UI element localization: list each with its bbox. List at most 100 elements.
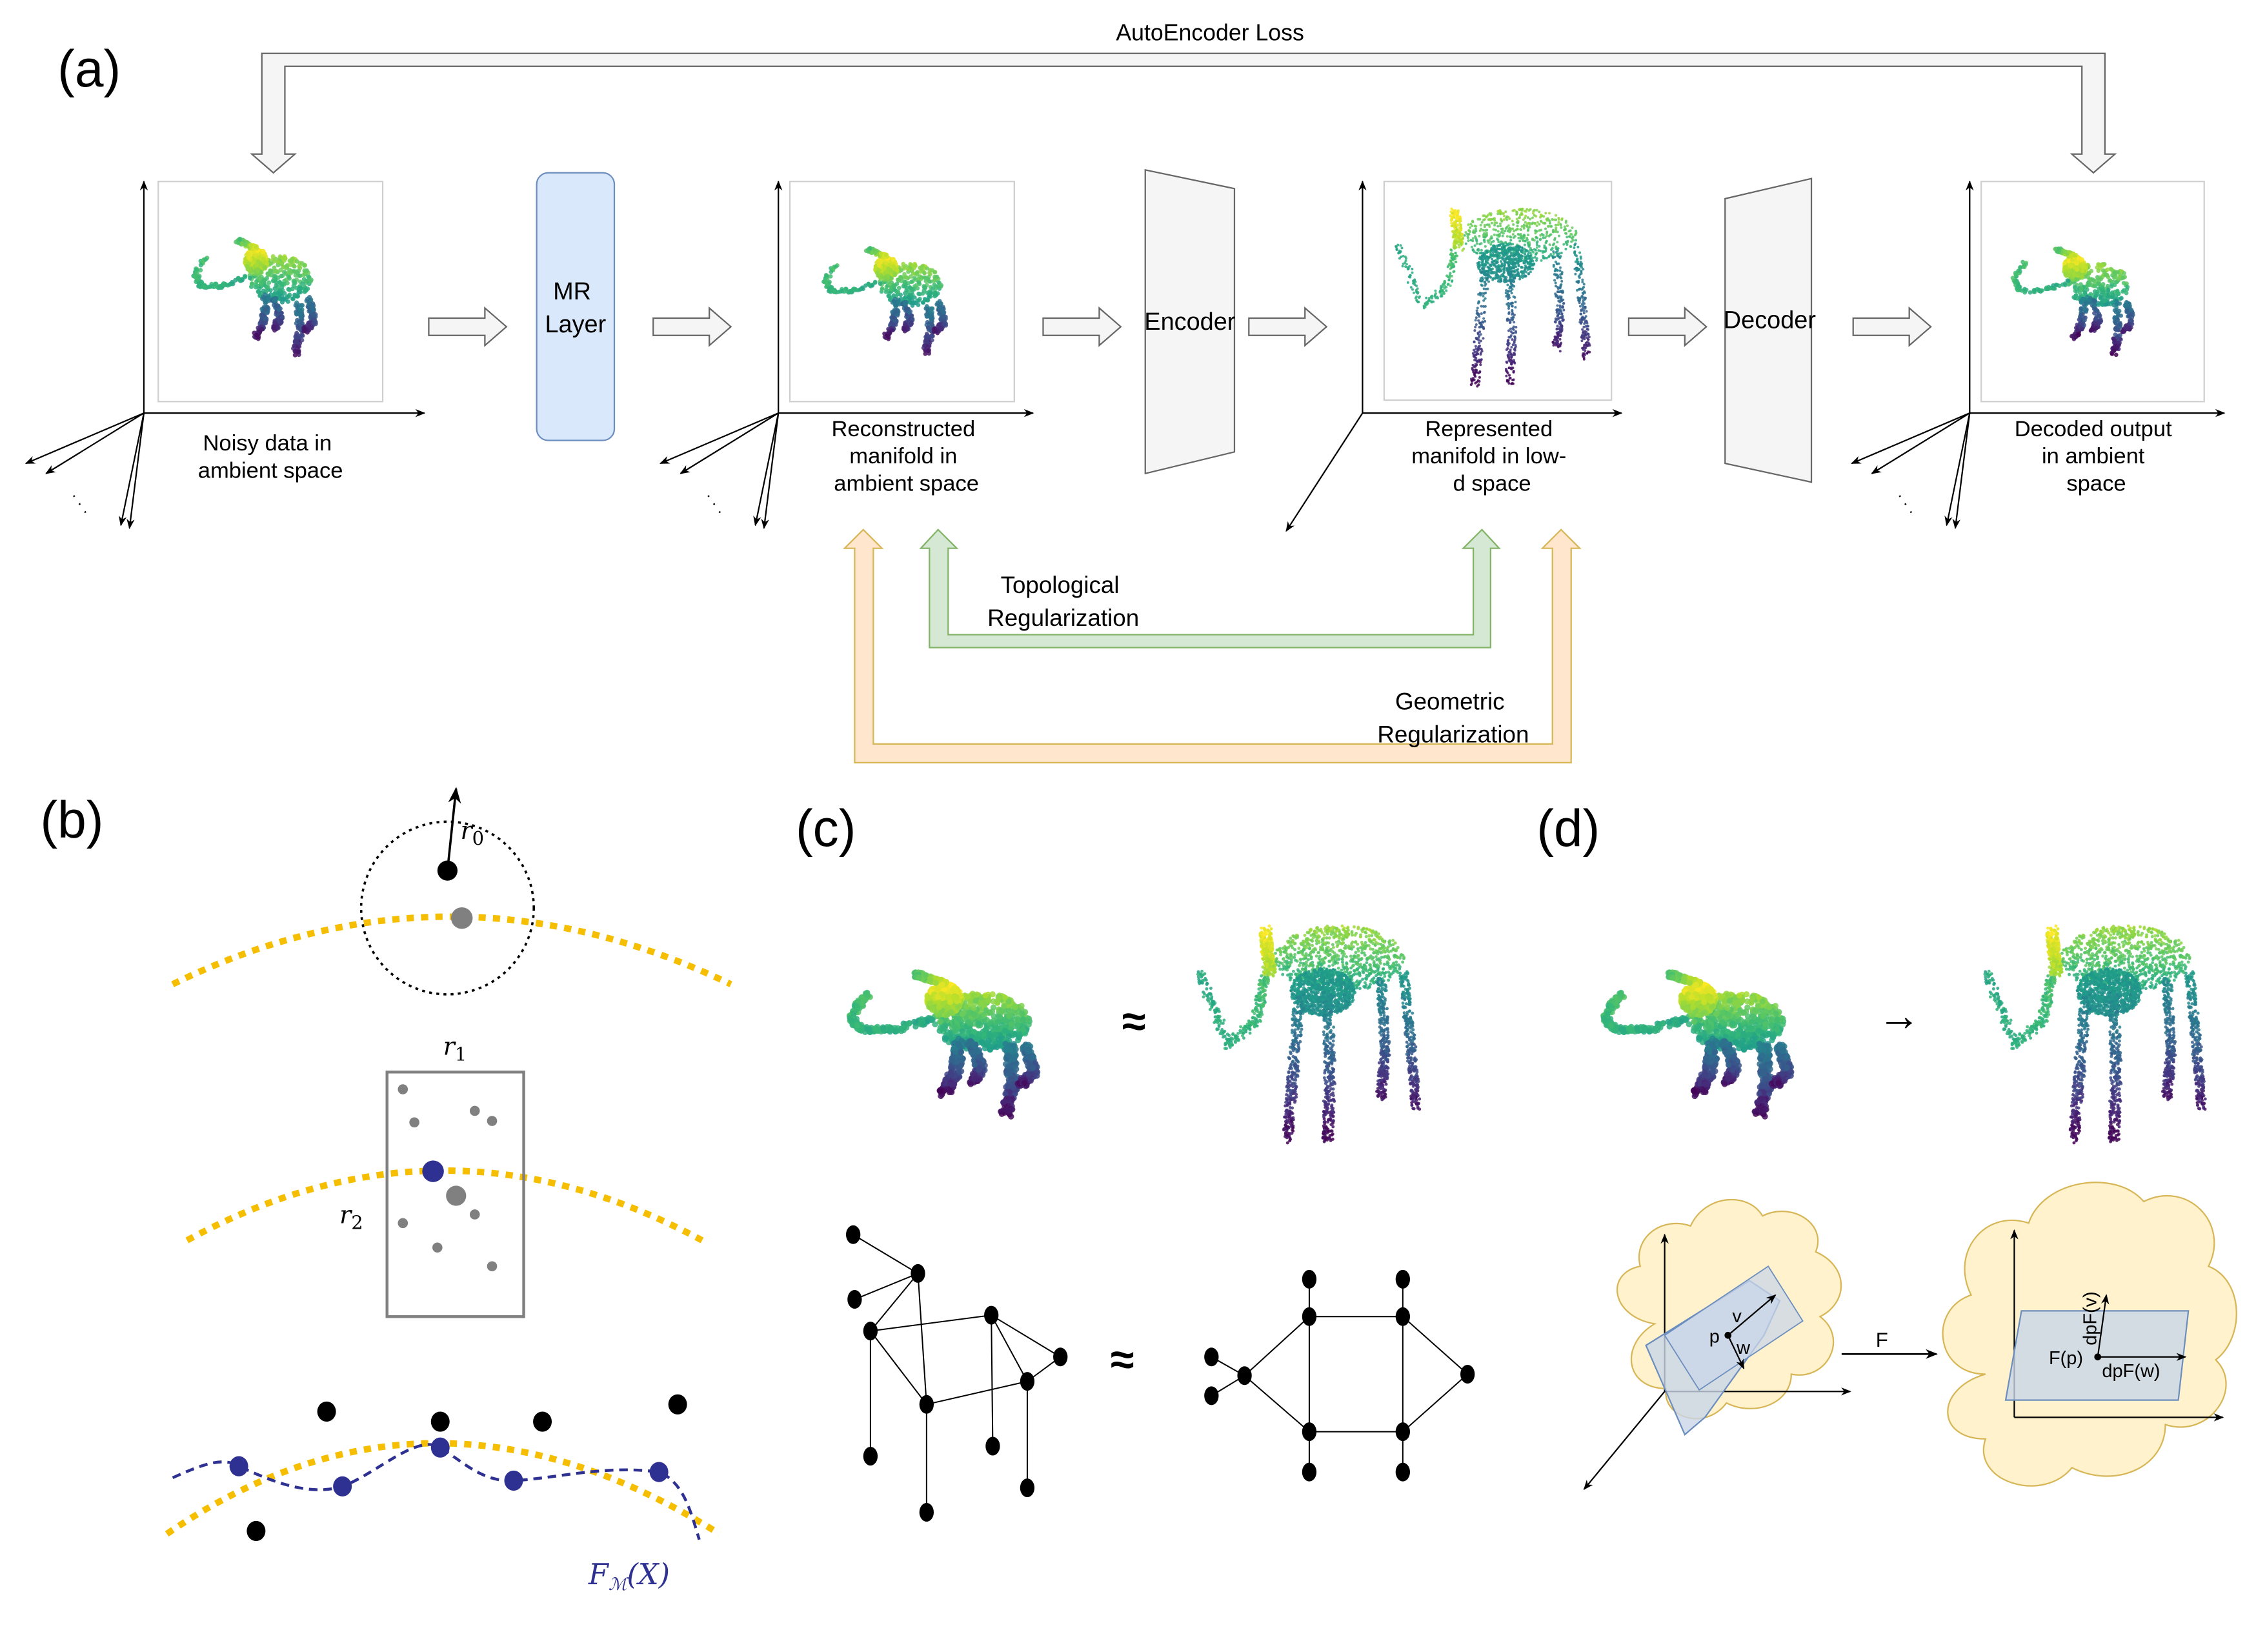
point-cloud-dot bbox=[1558, 312, 1561, 315]
point-cloud-dot bbox=[292, 264, 297, 269]
point-cloud-dot bbox=[259, 327, 265, 332]
point-cloud-dot bbox=[1522, 234, 1526, 237]
point-cloud-dot bbox=[1587, 332, 1590, 336]
point-cloud-dot bbox=[303, 288, 308, 293]
point-cloud-dot bbox=[1475, 225, 1478, 228]
point-cloud-dot bbox=[281, 296, 287, 301]
point-cloud-dot bbox=[2082, 290, 2088, 295]
point-cloud-dot bbox=[922, 270, 927, 276]
point-cloud-dot bbox=[1489, 248, 1493, 252]
point-cloud-dot bbox=[1535, 246, 1538, 249]
axis-depth bbox=[1871, 412, 1970, 474]
point-cloud-dot bbox=[1492, 277, 1495, 280]
point-cloud-dot bbox=[1480, 263, 1484, 267]
point-cloud-dot bbox=[1515, 217, 1518, 221]
point-cloud-dot bbox=[1556, 276, 1560, 279]
point-cloud-dot bbox=[1478, 370, 1482, 374]
point-cloud-dot bbox=[1470, 381, 1473, 385]
point-cloud-dot bbox=[904, 307, 909, 312]
point-cloud-dot bbox=[203, 257, 208, 262]
point-cloud-dot bbox=[1532, 250, 1535, 254]
point-cloud-dot bbox=[1480, 252, 1483, 255]
point-cloud-dot bbox=[1520, 250, 1523, 253]
point-cloud-dot bbox=[1509, 330, 1513, 333]
point-cloud-dot bbox=[1579, 257, 1582, 260]
point-cloud-dot bbox=[1482, 219, 1485, 222]
point-cloud-dot bbox=[1449, 259, 1452, 263]
point-cloud-dot bbox=[1544, 246, 1547, 249]
point-cloud-dot bbox=[1478, 341, 1481, 345]
point-cloud-dot bbox=[2066, 272, 2071, 277]
point-cloud-dot bbox=[1545, 234, 1548, 237]
point-cloud-dot bbox=[1457, 243, 1460, 247]
point-cloud-dot bbox=[249, 281, 254, 287]
point-cloud-dot bbox=[905, 267, 911, 272]
point-cloud-dot bbox=[829, 270, 834, 274]
point-cloud-dot bbox=[1535, 208, 1538, 212]
point-cloud-dot bbox=[1513, 341, 1516, 345]
point-cloud-dot bbox=[1547, 225, 1551, 228]
point-cloud-dot bbox=[1556, 304, 1559, 307]
point-cloud-dot bbox=[1516, 227, 1519, 230]
point-cloud-dot bbox=[908, 309, 913, 314]
point-cloud-dot bbox=[236, 240, 241, 245]
point-cloud-dot bbox=[1498, 270, 1501, 273]
point-cloud-dot bbox=[1476, 314, 1480, 317]
reconstructed-plot bbox=[789, 181, 1015, 403]
point-cloud-dot bbox=[1524, 239, 1527, 243]
point-cloud-dot bbox=[296, 326, 301, 331]
point-cloud-dot bbox=[1526, 216, 1529, 219]
point-cloud-dot bbox=[1581, 281, 1584, 284]
point-cloud-dot bbox=[1555, 285, 1558, 288]
point-cloud-dot bbox=[1545, 256, 1548, 259]
point-cloud-dot bbox=[1554, 336, 1557, 339]
point-cloud-dot bbox=[2022, 290, 2028, 295]
point-cloud-dot bbox=[1480, 283, 1483, 287]
point-cloud-dot bbox=[909, 321, 914, 326]
point-cloud-dot bbox=[927, 294, 931, 299]
point-cloud-dot bbox=[1512, 223, 1515, 227]
point-cloud-dot bbox=[1475, 316, 1478, 319]
point-cloud-dot bbox=[923, 275, 929, 280]
point-cloud-dot bbox=[1484, 319, 1487, 323]
point-cloud-dot bbox=[925, 266, 930, 271]
point-cloud-dot bbox=[2091, 323, 2096, 328]
point-cloud-dot bbox=[1477, 293, 1480, 296]
point-cloud-dot bbox=[1578, 267, 1581, 270]
point-cloud-dot bbox=[1585, 310, 1588, 313]
point-cloud-dot bbox=[2082, 305, 2086, 310]
point-cloud-dot bbox=[1506, 261, 1509, 264]
point-cloud-dot bbox=[1511, 227, 1515, 230]
point-cloud-dot bbox=[1452, 257, 1456, 261]
point-cloud-dot bbox=[257, 255, 262, 260]
point-cloud-dot bbox=[1467, 239, 1470, 243]
point-cloud-dot bbox=[2112, 283, 2117, 288]
point-cloud-dot bbox=[1511, 382, 1515, 385]
point-cloud-dot bbox=[1471, 219, 1474, 223]
point-cloud-dot bbox=[1505, 374, 1508, 378]
point-cloud-dot bbox=[293, 348, 298, 354]
point-cloud-dot bbox=[1480, 221, 1484, 224]
point-cloud-dot bbox=[2091, 283, 2097, 288]
point-cloud-dot bbox=[1582, 312, 1586, 315]
point-cloud-dot bbox=[2066, 278, 2071, 283]
point-cloud-dot bbox=[2096, 287, 2101, 292]
point-cloud-dot bbox=[841, 289, 847, 294]
point-cloud-dot bbox=[920, 264, 925, 269]
point-cloud-dot bbox=[1580, 339, 1584, 343]
point-cloud-dot bbox=[1502, 212, 1505, 215]
point-cloud-dot bbox=[1529, 217, 1532, 221]
point-cloud-dot bbox=[1503, 262, 1506, 265]
point-cloud-dot bbox=[1556, 342, 1560, 345]
point-cloud-dot bbox=[1418, 295, 1421, 298]
point-cloud-dot bbox=[2079, 282, 2083, 287]
point-cloud-dot bbox=[1507, 301, 1510, 305]
point-cloud-dot bbox=[1479, 351, 1482, 354]
point-cloud-dot bbox=[1476, 331, 1480, 334]
point-cloud-dot bbox=[1496, 276, 1499, 279]
point-cloud-dot bbox=[1478, 376, 1481, 379]
point-cloud-dot bbox=[1498, 252, 1501, 255]
point-cloud-dot bbox=[1535, 259, 1538, 262]
elephant-point-cloud-noisy bbox=[191, 236, 318, 358]
point-cloud-dot bbox=[2087, 297, 2091, 303]
